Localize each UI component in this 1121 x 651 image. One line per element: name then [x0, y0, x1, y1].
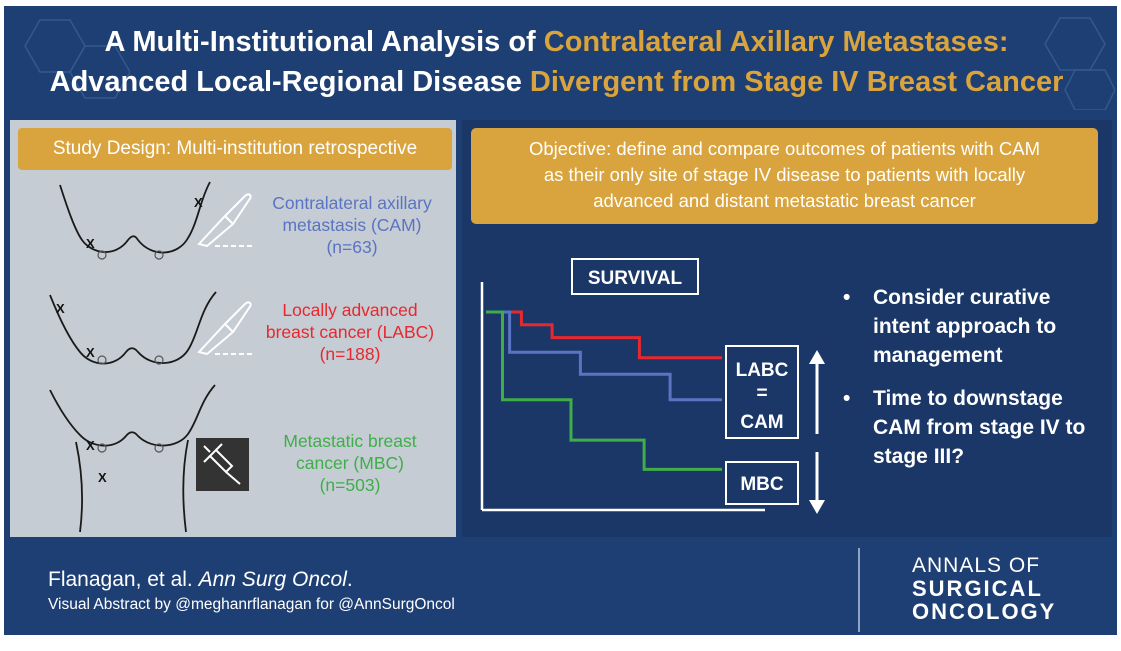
- nipple-icon: [154, 250, 164, 260]
- hexagon-decoration-right-icon: [1044, 17, 1115, 110]
- citation-authors: Flanagan, et al.: [48, 568, 199, 591]
- survival-curve-cam: [486, 310, 722, 402]
- nipple-icon: [154, 355, 164, 365]
- arrow-up-icon: [809, 350, 825, 434]
- bullet-dot: •: [843, 387, 851, 410]
- tumor-marker-x: X: [194, 195, 203, 210]
- labc-cam-label-box: [725, 345, 799, 439]
- group-cam-line2: metastasis (CAM): [282, 215, 422, 235]
- survival-curve-mbc: [486, 310, 722, 471]
- group-label-labc: Locally advanced breast cancer (LABC) (n…: [250, 299, 450, 365]
- footer-divider: [858, 548, 860, 632]
- group-mbc-line1: Metastatic breast: [283, 431, 417, 451]
- title-line1-gold: Contralateral Axillary Metastases:: [543, 26, 1009, 58]
- group-mbc-line2: cancer (MBC): [296, 453, 404, 473]
- study-design-label: Study Design: Multi-institution retrospe…: [18, 128, 452, 170]
- group-label-cam: Contralateral axillary metastasis (CAM) …: [252, 192, 452, 258]
- visual-abstract-credit: Visual Abstract by @meghanrflanagan for …: [48, 596, 455, 613]
- chart-title: SURVIVAL: [588, 268, 683, 289]
- citation-journal: Ann Surg Oncol: [198, 568, 347, 591]
- journal-logo-line1: ANNALS OF: [912, 554, 1041, 577]
- nipple-icon: [154, 443, 164, 453]
- label-cam: CAM: [740, 412, 783, 433]
- group-labc-line1: Locally advanced: [282, 300, 418, 320]
- conclusions-list: • Consider curative intent approach to m…: [843, 283, 1108, 485]
- footer: [4, 545, 1117, 635]
- nipple-icon: [97, 355, 107, 365]
- conclusion-text: Consider curative intent approach to man…: [873, 286, 1057, 367]
- label-labc: LABC: [736, 360, 789, 381]
- tumor-marker-x: X: [86, 236, 95, 251]
- tumor-marker-x: X: [56, 301, 65, 316]
- journal-logo: ANNALS OF SURGICAL ONCOLOGY: [912, 554, 1056, 623]
- conclusion-text: Time to downstage CAM from stage IV to s…: [873, 387, 1086, 468]
- objective-line2: as their only site of stage IV disease t…: [543, 164, 1026, 185]
- journal-logo-line2: SURGICAL: [912, 576, 1043, 601]
- group-labc-n: (n=188): [319, 344, 381, 364]
- scalpel-icon: [197, 301, 255, 356]
- torso-illustrations: X X X X X X: [49, 181, 217, 533]
- group-label-mbc: Metastatic breast cancer (MBC) (n=503): [250, 430, 450, 496]
- mbc-label-box: [725, 461, 799, 505]
- objective-line3: advanced and distant metastatic breast c…: [593, 190, 976, 211]
- conclusion-item: • Time to downstage CAM from stage IV to…: [843, 384, 1108, 471]
- group-labc-line2: breast cancer (LABC): [265, 322, 435, 342]
- bullet-dot: •: [843, 286, 851, 309]
- survival-chart: SURVIVAL LABC = CAM MBC: [480, 258, 825, 514]
- arrow-down-icon: [809, 452, 825, 514]
- citation-period: .: [346, 568, 353, 591]
- objective-line1: Objective: define and compare outcomes o…: [528, 138, 1041, 159]
- tumor-marker-x: X: [86, 345, 95, 360]
- hexagon-decoration-left-icon: [24, 19, 130, 99]
- chart-title-box: [571, 258, 699, 295]
- nipple-icon: [97, 250, 107, 260]
- citation: Flanagan, et al. Ann Surg Oncol.: [48, 568, 353, 592]
- journal-logo-line3: ONCOLOGY: [912, 599, 1057, 624]
- title-line2-gold: Divergent from Stage IV Breast Cancer: [529, 66, 1064, 98]
- label-equals: =: [756, 383, 767, 404]
- nipple-icon: [97, 443, 107, 453]
- scalpel-icon: [197, 193, 255, 248]
- tumor-marker-x: X: [98, 470, 107, 485]
- page-title: A Multi-Institutional Analysis of Contra…: [0, 22, 1113, 102]
- title-line1-white: A Multi-Institutional Analysis of: [104, 26, 544, 58]
- group-cam-n: (n=63): [326, 237, 378, 257]
- label-mbc: MBC: [740, 474, 784, 495]
- title-line2-white: Advanced Local-Regional Disease: [49, 66, 530, 98]
- group-mbc-n: (n=503): [319, 475, 381, 495]
- conclusion-item: • Consider curative intent approach to m…: [843, 283, 1108, 370]
- survival-curve-labc: [486, 310, 722, 360]
- syringe-icon: [196, 438, 249, 491]
- group-cam-line1: Contralateral axillary: [272, 193, 432, 213]
- objective-box: Objective: define and compare outcomes o…: [471, 128, 1098, 224]
- tumor-marker-x: X: [86, 438, 95, 453]
